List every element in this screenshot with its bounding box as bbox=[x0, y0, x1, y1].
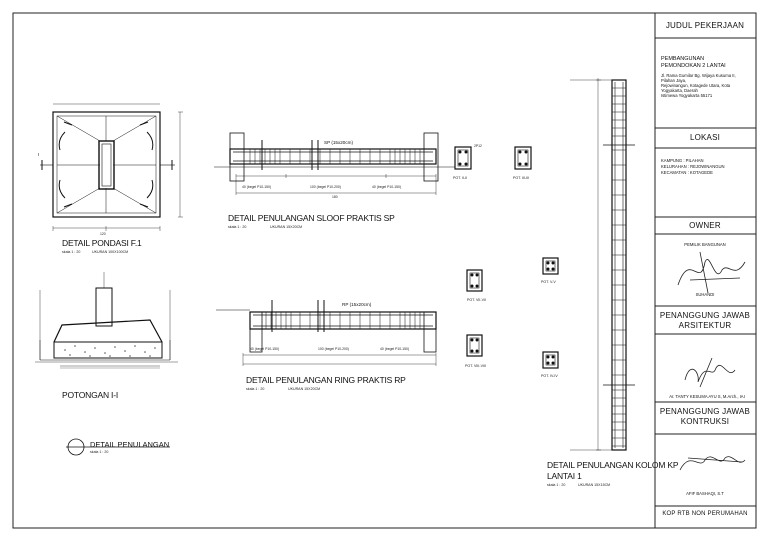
location-heading: LOKASI bbox=[689, 133, 721, 142]
sloof-size: UKURAN 15X20CM bbox=[270, 225, 303, 229]
section-kolom-2 bbox=[542, 351, 559, 369]
sloof-scale: skala 1 : 20 bbox=[228, 225, 247, 229]
structure-name: AFIF BASHAQI, S.T bbox=[686, 491, 724, 496]
architect-heading-1: PENANGGUNG JAWAB bbox=[659, 311, 751, 320]
ring-beam bbox=[216, 300, 437, 366]
project-address-3: Rejowinangun, Kotagede Utara, Kota bbox=[661, 83, 731, 88]
ring-scale: skala 1 : 20 bbox=[246, 387, 265, 391]
pondasi-dim: 120 bbox=[100, 232, 106, 236]
location-line-3: KECAMATAN : KOTAGEDE bbox=[661, 170, 713, 175]
kolom-title-2: LANTAI 1 bbox=[547, 471, 582, 481]
project-address-4: Yogyakarta, Daerah bbox=[661, 88, 698, 93]
architect-heading-2: ARSITEKTUR bbox=[678, 321, 732, 330]
sloof-beam bbox=[214, 132, 455, 195]
kolom-scale: skala 1 : 20 bbox=[547, 483, 566, 487]
section-kolom-1 bbox=[542, 257, 559, 275]
pondasi-plan bbox=[40, 103, 183, 231]
pot-iv: POT. IV-IV bbox=[541, 374, 558, 378]
project-name-1: PEMBANGUNAN bbox=[661, 56, 705, 62]
section-ring-1 bbox=[466, 269, 483, 292]
sloof-stirrups bbox=[249, 149, 421, 164]
project-address-2: Pilahan Jaya, bbox=[661, 78, 687, 83]
owner-signature bbox=[677, 251, 746, 294]
project-address-5: Istimewa Yogyakarta 55171 bbox=[661, 93, 713, 98]
location-line-2: KELURAHAN : REJOWINANGUN bbox=[661, 164, 725, 169]
structure-signature bbox=[679, 456, 746, 471]
title-block: JUDUL PEKERJAAN PEMBANGUNAN PEMONDOKAN 2… bbox=[655, 13, 755, 528]
sloof-begel-2: 100 (begel P10-200) bbox=[310, 185, 341, 189]
pondasi-scale: skala 1 : 20 bbox=[62, 250, 81, 254]
ring-begel-2: 100 (begel P10-200) bbox=[318, 347, 349, 351]
ring-stirrups bbox=[265, 312, 421, 329]
legend-scale: skala 1 : 20 bbox=[90, 450, 109, 454]
legend-symbol bbox=[66, 438, 170, 456]
structure-heading-2: KONTRUKSI bbox=[680, 417, 730, 426]
sheet-border bbox=[12, 12, 757, 529]
sloof-begel-1: 40 (begel P10-150) bbox=[242, 185, 272, 189]
kolom-title-1: DETAIL PENULANGAN KOLOM KP bbox=[547, 460, 679, 470]
legend-title: DETAIL PENULANGAN bbox=[90, 440, 170, 449]
title-block-footer: KOP RTB NON PERUMAHAN bbox=[662, 511, 748, 517]
sloof-rebar-label: 2P12 bbox=[474, 144, 482, 148]
pot-ii: POT. II-II bbox=[453, 176, 468, 180]
pondasi-title: DETAIL PONDASI F.1 bbox=[62, 238, 142, 248]
sloof-dim: 180 bbox=[332, 195, 338, 199]
section-ring-2 bbox=[466, 334, 483, 357]
project-heading: JUDUL PEKERJAAN bbox=[665, 21, 745, 30]
pot-v: POT. V-V bbox=[541, 280, 556, 284]
title-block-lines bbox=[655, 37, 756, 507]
sloof-label: SP (15x20cm) bbox=[324, 140, 354, 145]
architect-name: Ar. TANTY KESUMA AYU S, M.Arch., IAI bbox=[669, 394, 745, 399]
potongan-hatch bbox=[64, 345, 156, 357]
kolom-size: UKURAN 15X15CM bbox=[578, 483, 611, 487]
owner-role: PEMILIK BANGUNAN bbox=[684, 242, 726, 247]
architect-signature bbox=[684, 357, 736, 388]
pondasi-size: UKURAN 100X100CM bbox=[92, 250, 129, 254]
pot-viii: POT. VIII-VIII bbox=[465, 364, 486, 368]
ring-begel-3: 40 (begel P10-150) bbox=[380, 347, 410, 351]
project-name-2: PEMONDOKAN 2 LANTAI bbox=[661, 63, 726, 69]
ring-label: RP (15x20cm) bbox=[342, 302, 372, 307]
pondasi-mark-i: I bbox=[38, 152, 40, 157]
pot-iii: POT. III-III bbox=[513, 176, 530, 180]
section-sloof-2 bbox=[514, 146, 532, 170]
location-line-1: KAMPUNG : PILAHAN bbox=[661, 158, 704, 163]
section-sloof-1 bbox=[454, 146, 472, 170]
owner-heading: OWNER bbox=[689, 221, 721, 230]
project-address-1: Jl. Rama Gumilar Bg. Wijaya Kusuma II, bbox=[661, 73, 736, 78]
ring-title: DETAIL PENULANGAN RING PRAKTIS RP bbox=[246, 375, 406, 385]
sloof-title: DETAIL PENULANGAN SLOOF PRAKTIS SP bbox=[228, 213, 395, 223]
potongan-title: POTONGAN I-I bbox=[62, 390, 119, 400]
kolom-stirrups bbox=[612, 87, 626, 447]
pot-vii: POT. VII-VII bbox=[467, 298, 486, 302]
potongan-section bbox=[35, 272, 178, 369]
sloof-begel-3: 40 (begel P10-150) bbox=[372, 185, 402, 189]
ring-size: UKURAN 15X20CM bbox=[288, 387, 321, 391]
kolom-elevation bbox=[570, 78, 635, 451]
ring-begel-1: 40 (begel P10-150) bbox=[250, 347, 280, 351]
structure-heading-1: PENANGGUNG JAWAB bbox=[659, 407, 751, 416]
owner-name: SUHANDI bbox=[695, 292, 715, 297]
